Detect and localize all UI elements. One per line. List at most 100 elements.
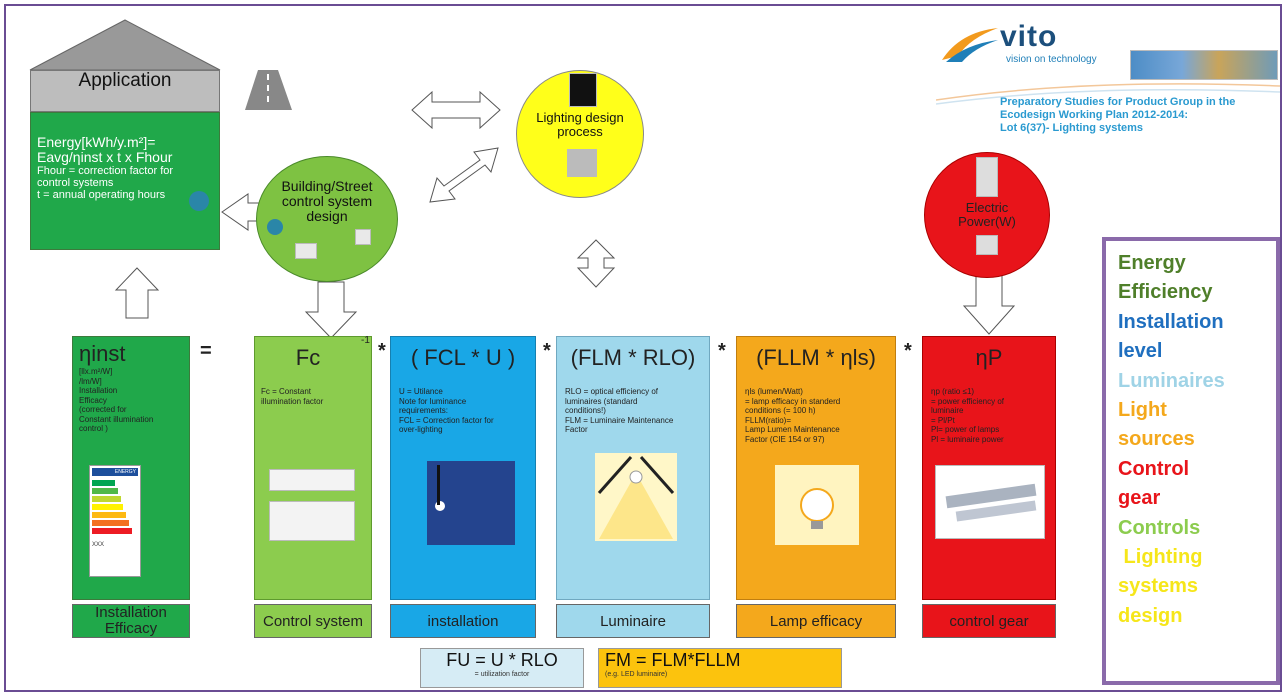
meter-image: [976, 157, 998, 197]
flm-text-5: Factor: [565, 425, 588, 434]
label-installation-efficacy: Installation Efficacy: [72, 604, 190, 638]
inst-text-6: Constant illumination: [79, 414, 154, 424]
building-control-bubble: Building/Street control system design: [256, 156, 398, 282]
flm-text-2: luminaires (standard: [565, 396, 638, 406]
flm-text-1: RLO = optical efficiency of: [565, 387, 659, 396]
building-bubble-line-2: control system: [281, 193, 373, 209]
ceiling-lamp-image: [269, 469, 355, 491]
formula-fu-box: FU = U * RLO = utilization factor: [420, 648, 584, 688]
study-title: Preparatory Studies for Product Group in…: [1000, 96, 1235, 135]
double-arrow-vertical: [576, 239, 616, 288]
flm-text-4: FLM = Luminaire Maintenance: [565, 415, 674, 425]
header-swoosh-lines: [936, 83, 1280, 105]
np-title: ηP: [975, 345, 1003, 370]
multiply-operator-3: *: [718, 340, 726, 362]
energy-label-header: ENERGY: [92, 468, 138, 476]
np-text-4: = Pl/Pt: [931, 415, 955, 425]
label-installation-efficacy-line-1: Installation: [95, 604, 167, 621]
legend-gear: gear: [1118, 487, 1161, 510]
energy-line-5: t = annual operating hours: [37, 189, 166, 201]
label-lamp-efficacy: Lamp efficacy: [736, 604, 896, 638]
fc-text-1: Fc = Constant: [261, 387, 312, 396]
switch-image: [355, 229, 371, 245]
application-title: Application: [78, 70, 172, 91]
multiply-operator-2: *: [543, 340, 551, 362]
legend-controls: Controls: [1118, 516, 1201, 539]
fc-title: Fc: [295, 345, 321, 370]
study-line-3: Lot 6(37)- Lighting systems: [1000, 122, 1144, 134]
arrow-down-to-np: [962, 273, 1016, 335]
fllm-text-5: Lamp Lumen Maintenance: [745, 425, 840, 434]
legend-energy: Energy: [1118, 252, 1186, 274]
flm-title: (FLM * RLO): [570, 345, 696, 370]
ballast-photo: [935, 465, 1045, 539]
fcl-text-2: Note for luminance: [399, 396, 467, 406]
light-bulb-image: [775, 465, 859, 545]
fc-exponent: -1: [361, 335, 370, 346]
building-bubble-line-1: Building/Street: [281, 178, 373, 194]
render-image: [569, 73, 597, 107]
legend-control: Control: [1118, 457, 1190, 480]
legend-systems: systems: [1118, 575, 1199, 598]
label-installation: installation: [390, 604, 536, 638]
inst-text-3: Installation: [79, 386, 118, 395]
inst-text-2: /lm/W]: [79, 376, 102, 386]
label-installation-efficacy-line-2: Efficacy: [104, 620, 158, 637]
column-np: ηP ηp (ratio ≤1) = power efficiency of l…: [922, 336, 1056, 600]
double-arrow-diagonal: [429, 147, 499, 203]
fcl-text-1: U = Utilance: [399, 387, 443, 396]
sensor-icon: [267, 219, 283, 235]
fcl-text-4: FCL = Correction factor for: [399, 415, 494, 425]
electric-power-bubble: Electric Power(W): [924, 152, 1050, 278]
electric-bubble-line-1: Electric: [965, 200, 1009, 215]
fc-text-2: illumination factor: [261, 396, 324, 406]
legend-sources: sources: [1118, 428, 1195, 451]
label-luminaire: Luminaire: [556, 604, 710, 638]
flm-text-3: conditions!): [565, 406, 606, 415]
energy-line-2: Eavg/ηinst x t x Fhour: [37, 149, 173, 165]
formula-fu-sub: = utilization factor: [474, 671, 530, 678]
formula-fm-sub: (e.g. LED luminaire): [605, 671, 668, 678]
column-fc: Fc -1 Fc = Constant illumination factor: [254, 335, 372, 600]
vito-tagline: vision on technology: [1006, 54, 1097, 65]
study-line-2: Ecodesign Working Plan 2012-2014:: [1000, 109, 1189, 121]
sensor-icon: [189, 191, 209, 211]
fllm-text-1: ηls (lumen/Watt): [745, 387, 803, 396]
formula-fm: FM = FLM*FLLM: [605, 650, 741, 670]
house-roof: [29, 19, 221, 71]
lamp-image: [295, 243, 317, 259]
fcl-text-3: requirements:: [399, 406, 448, 415]
equals-operator: =: [200, 340, 212, 362]
energy-line-3: Fhour = correction factor for: [37, 165, 174, 177]
energy-label-footer: XXX: [92, 542, 105, 548]
street-light-image: [427, 461, 515, 545]
arrow-down-to-fc: [304, 281, 358, 339]
legend-efficiency: Efficiency: [1118, 281, 1213, 304]
formula-fu: FU = U * RLO: [446, 650, 558, 670]
study-line-1: Preparatory Studies for Product Group in…: [1000, 96, 1236, 108]
fcl-title: ( FCL * U ): [410, 345, 516, 370]
arrow-up-to-energy: [114, 267, 160, 319]
multiply-operator-1: *: [378, 340, 386, 362]
vito-brand: vito: [1000, 20, 1058, 53]
energy-formula-box: Energy[kWh/y.m²]= Eavg/ηinst x t x Fhour…: [30, 112, 220, 250]
np-text-6: Pl = luminaire power: [931, 434, 1004, 444]
room-image: [567, 149, 597, 177]
fcl-text-5: over-lighting: [399, 425, 443, 434]
building-bubble-line-3: design: [306, 208, 348, 224]
legend-design: design: [1118, 604, 1183, 627]
inst-text-1: [llx.m²/W]: [79, 367, 113, 376]
legend-lighting: Lighting: [1118, 546, 1203, 569]
column-flm: (FLM * RLO) RLO = optical efficiency of …: [556, 336, 710, 600]
vito-swoosh-logo: [942, 28, 998, 62]
inst-text-7: control ): [79, 424, 108, 433]
luminaire-diagram: [595, 453, 677, 541]
column-fcl: ( FCL * U ) U = Utilance Note for lumina…: [390, 336, 536, 600]
double-arrow-horizontal: [411, 90, 501, 130]
header-photos: [1130, 50, 1278, 80]
np-text-5: Pl= power of lamps: [931, 425, 1000, 434]
np-text-2: = power efficiency of: [931, 396, 1005, 406]
energy-line-4: control systems: [37, 177, 114, 189]
fllm-text-6: Factor (CIE 154 or 97): [745, 434, 825, 444]
